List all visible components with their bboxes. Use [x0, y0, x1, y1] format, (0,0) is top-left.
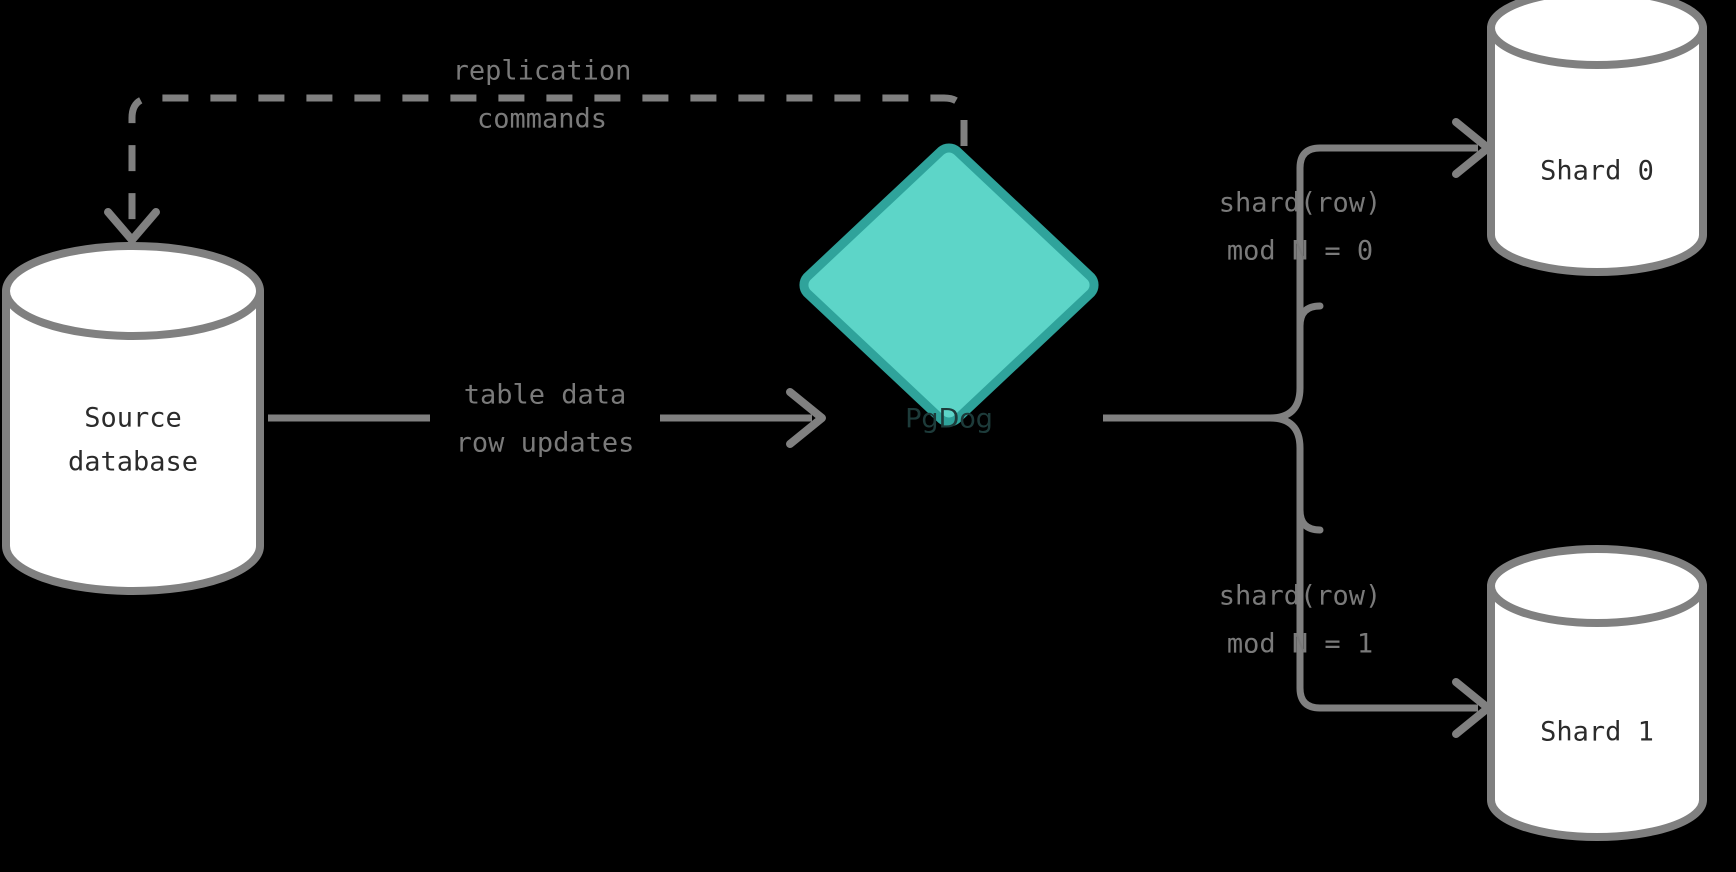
edge-shard0-route — [1296, 118, 1492, 326]
source-database-label-line2: database — [68, 447, 198, 478]
table-data-arrowhead-icon — [786, 388, 826, 448]
edge-label-shard0-route: shard(row) mod N = 0 — [1219, 188, 1382, 267]
shard1-route-label-line1: shard(row) — [1219, 581, 1382, 612]
shard0-route-label-line2: mod N = 0 — [1227, 236, 1373, 267]
replication-label-line2: commands — [477, 104, 607, 135]
shard1-route-label-line2: mod N = 1 — [1227, 629, 1373, 660]
source-database-label-line1: Source — [84, 403, 182, 434]
shard0-label: Shard 0 — [1540, 156, 1654, 187]
pgdog-label: PgDog — [905, 404, 993, 435]
shard1-branch-line — [1266, 414, 1324, 534]
table-data-label-line1: table data — [464, 380, 627, 411]
shard0-cylinder-body — [1487, 24, 1707, 276]
shard1-cylinder-top — [1487, 545, 1707, 627]
edge-label-shard1-route: shard(row) mod N = 1 — [1219, 581, 1382, 660]
edge-shard-split — [1103, 302, 1324, 534]
edge-label-table-data: table data row updates — [456, 380, 635, 459]
edge-table-data — [268, 388, 826, 448]
node-source-database[interactable]: Source database — [2, 242, 264, 595]
shard0-route-line — [1296, 144, 1478, 326]
replication-label-line1: replication — [453, 56, 632, 87]
edge-replication-commands — [104, 94, 968, 290]
edge-shard1-route — [1296, 510, 1492, 738]
shard0-branch-line — [1266, 302, 1324, 422]
node-pgdog[interactable]: PgDog — [799, 143, 1099, 435]
shard1-cylinder-body — [1487, 582, 1707, 841]
replication-dashed-line — [128, 94, 968, 290]
node-shard0[interactable]: Shard 0 — [1487, 0, 1707, 276]
pgdog-diamond-shape — [799, 143, 1099, 427]
edge-label-replication: replication commands — [453, 56, 632, 135]
shard0-cylinder-top — [1487, 0, 1707, 69]
source-cylinder-body — [2, 287, 264, 595]
replication-arrowhead-icon — [104, 208, 160, 244]
shard1-label: Shard 1 — [1540, 717, 1654, 748]
table-data-label-line2: row updates — [456, 428, 635, 459]
shard1-route-line — [1296, 510, 1478, 712]
source-cylinder-top — [2, 242, 264, 340]
node-shard1[interactable]: Shard 1 — [1487, 545, 1707, 841]
shard0-route-label-line1: shard(row) — [1219, 188, 1382, 219]
